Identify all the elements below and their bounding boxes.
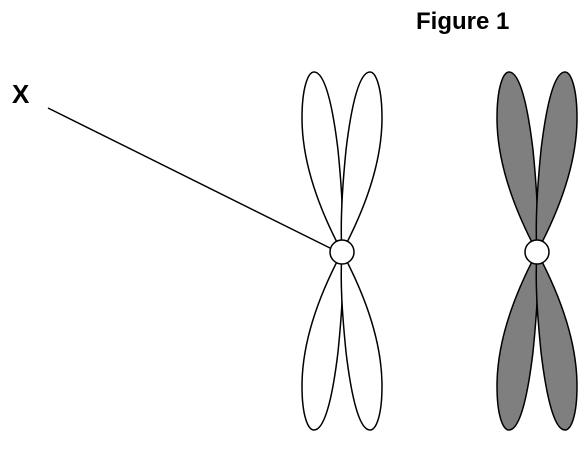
chromatid-arm-upper-right <box>535 71 578 255</box>
figure-title: Figure 1 <box>416 8 510 35</box>
unshaded-chromosome <box>301 71 383 431</box>
chromatid-arm-upper-left <box>496 71 539 255</box>
chromatid-arm-upper-left <box>301 71 344 255</box>
chromatid-arm-lower-right <box>535 249 578 431</box>
chromatid-arm-upper-right <box>340 71 383 255</box>
chromatid-arm-lower-left <box>301 249 344 431</box>
label-x-pointer-line <box>47 107 335 251</box>
centromere <box>524 239 550 265</box>
chromatid-arm-lower-left <box>496 249 539 431</box>
shaded-chromosome <box>496 71 578 431</box>
centromere <box>329 239 355 265</box>
chromatid-arm-lower-right <box>340 249 383 431</box>
label-x: X <box>12 79 30 109</box>
